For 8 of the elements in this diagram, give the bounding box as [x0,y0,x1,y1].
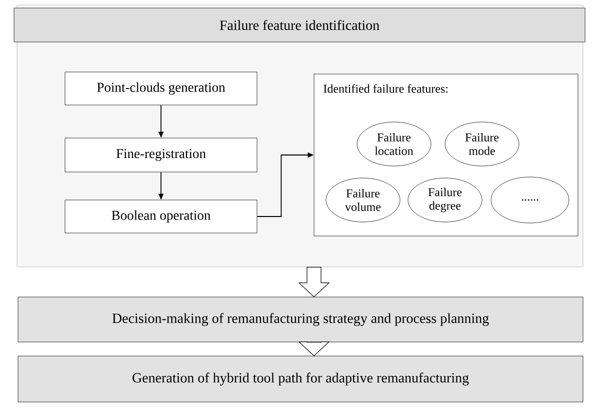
header-band: Failure feature identification [14,8,586,42]
process-box: Fine-registration [64,138,258,172]
process-band: Decision-making of remanufacturing strategy and process planning [18,296,584,342]
hollow-arrow [298,266,330,298]
hollow-arrow [298,342,330,356]
process-box: Point-clouds generation [64,72,258,106]
process-band: Generation of hybrid tool path for adaptive remanufacturing [18,356,584,402]
process-box: Boolean operation [64,200,258,234]
